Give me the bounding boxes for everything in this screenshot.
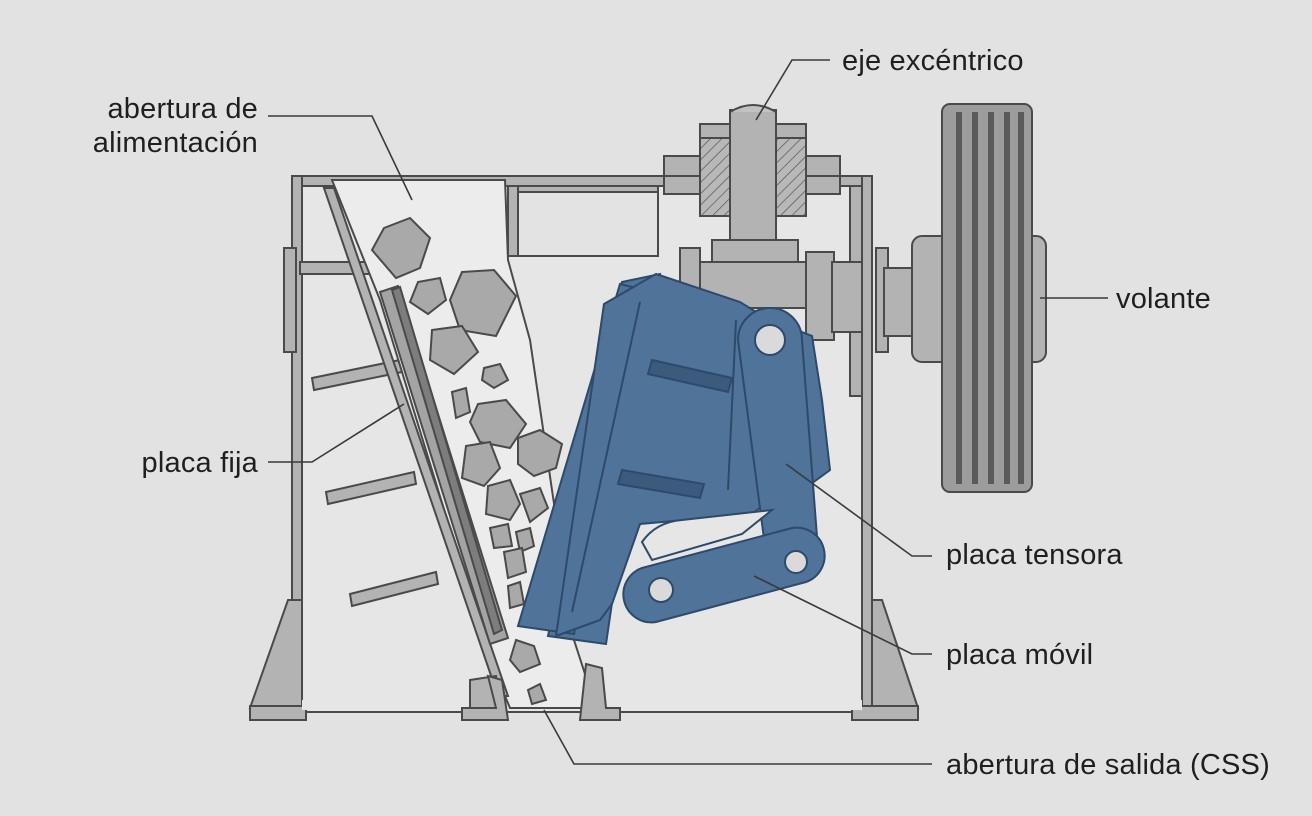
label-feed-opening: abertura de alimentación bbox=[40, 92, 258, 160]
label-moving-jaw: placa móvil bbox=[946, 639, 1094, 671]
toggle-linkage bbox=[622, 307, 826, 624]
leader-discharge-opening bbox=[543, 709, 932, 765]
leader-lines bbox=[268, 59, 1108, 765]
leader-eccentric-shaft bbox=[755, 59, 830, 121]
label-eccentric-shaft: eje excéntrico bbox=[842, 45, 1024, 77]
label-fixed-jaw: placa fija bbox=[141, 447, 258, 479]
label-toggle-plate: placa tensora bbox=[946, 539, 1123, 571]
label-flywheel: volante bbox=[1116, 283, 1211, 315]
leader-feed-opening bbox=[268, 115, 413, 201]
label-feed-opening-line1: abertura de bbox=[107, 93, 258, 125]
flywheel bbox=[911, 103, 1047, 493]
leader-moving-jaw bbox=[753, 575, 932, 655]
leader-toggle-plate bbox=[785, 463, 932, 557]
rocks bbox=[370, 216, 564, 706]
label-discharge-opening: abertura de salida (CSS) bbox=[946, 749, 1270, 781]
label-feed-opening-line2: alimentación bbox=[92, 127, 258, 159]
leader-fixed-jaw bbox=[268, 403, 405, 463]
discharge-lips bbox=[461, 662, 621, 721]
fixed-jaw bbox=[322, 187, 510, 721]
